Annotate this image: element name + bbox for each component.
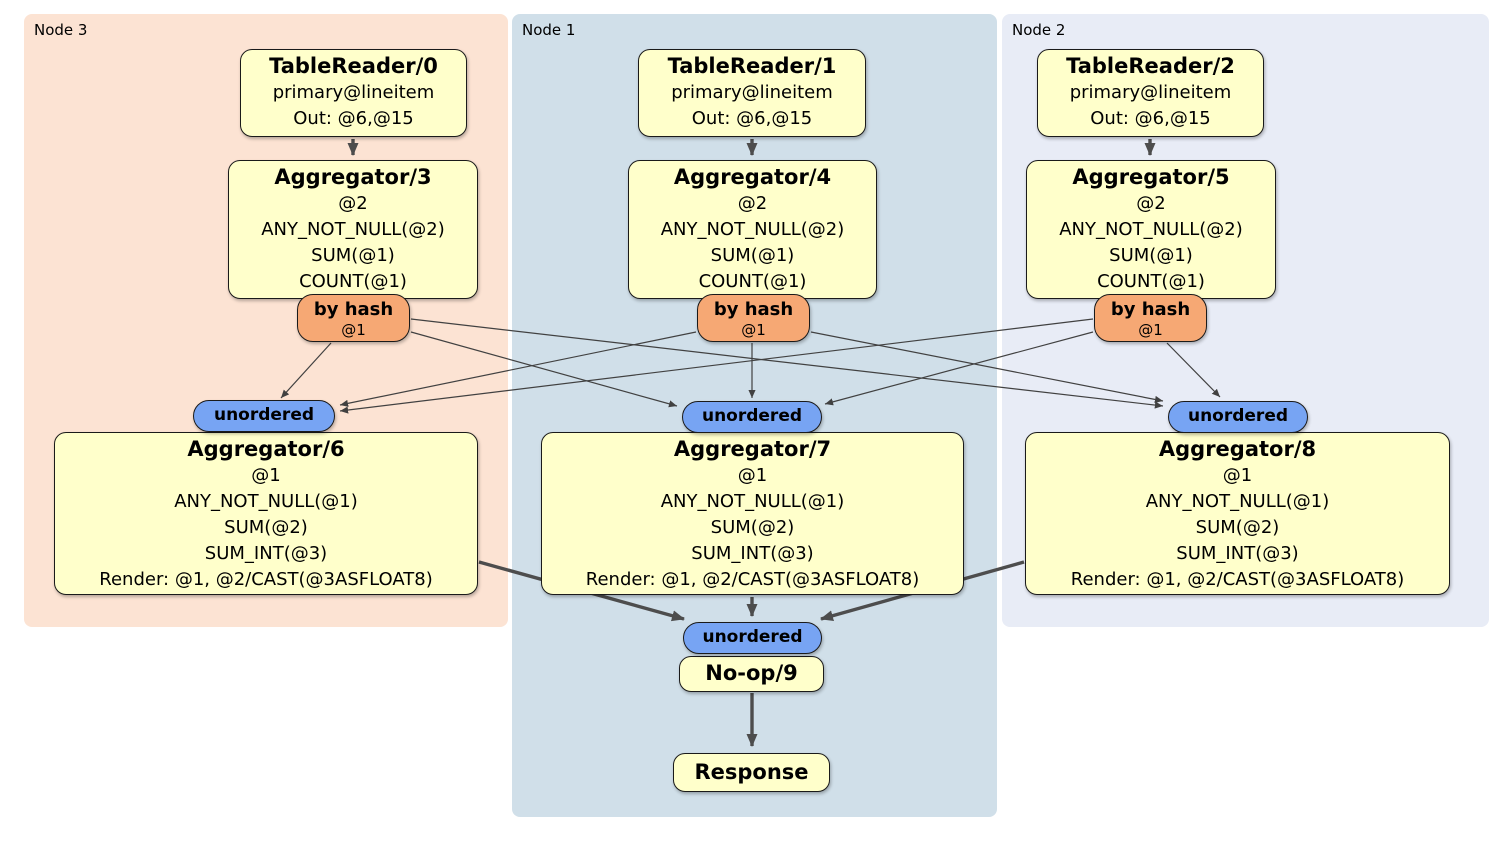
router-label: by hash [1110,299,1191,320]
sync-unordered-7: unordered [682,401,822,433]
router-by-hash-4: by hash @1 [697,294,810,342]
processor-aggregator-4: Aggregator/4 @2 ANY_NOT_NULL(@2) SUM(@1)… [628,160,877,299]
router-by-hash-5: by hash @1 [1094,294,1207,342]
processor-detail: @2 [1136,193,1166,214]
processor-detail: SUM(@2) [224,517,308,538]
processor-detail: ANY_NOT_NULL(@2) [1059,219,1243,240]
processor-aggregator-3: Aggregator/3 @2 ANY_NOT_NULL(@2) SUM(@1)… [228,160,478,299]
processor-title: Aggregator/3 [274,165,432,189]
processor-detail: Out: @6,@15 [1090,108,1211,129]
processor-detail: @1 [251,465,281,486]
region-node1-label: Node 1 [522,21,576,39]
processor-detail: SUM(@1) [311,245,395,266]
processor-detail: ANY_NOT_NULL(@1) [660,491,845,512]
processor-title: TableReader/1 [667,54,837,78]
router-columns: @1 [1138,321,1163,339]
sync-label: unordered [702,627,803,647]
processor-noop-9: No-op/9 [679,656,824,692]
processor-tablereader-1: TableReader/1 primary@lineitem Out: @6,@… [638,49,866,137]
processor-aggregator-7: Aggregator/7 @1 ANY_NOT_NULL(@1) SUM(@2)… [541,432,964,595]
processor-detail: SUM(@1) [1109,245,1193,266]
processor-detail: Out: @6,@15 [691,108,813,129]
processor-detail: COUNT(@1) [1097,271,1205,292]
processor-detail: SUM_INT(@3) [1176,543,1299,564]
processor-detail: primary@lineitem [272,82,435,103]
processor-title: TableReader/2 [1066,54,1235,78]
processor-tablereader-2: TableReader/2 primary@lineitem Out: @6,@… [1037,49,1264,137]
sync-unordered-9: unordered [683,622,822,654]
router-columns: @1 [341,321,366,339]
processor-aggregator-6: Aggregator/6 @1 ANY_NOT_NULL(@1) SUM(@2)… [54,432,478,595]
sync-unordered-6: unordered [193,400,335,432]
processor-title: Aggregator/6 [187,437,345,461]
sync-label: unordered [701,406,803,426]
processor-detail: ANY_NOT_NULL(@1) [174,491,358,512]
region-node3-label: Node 3 [34,21,88,39]
router-label: by hash [313,299,394,320]
processor-detail: SUM_INT(@3) [204,543,328,564]
processor-detail: ANY_NOT_NULL(@2) [261,219,445,240]
processor-detail: Render: @1, @2/CAST(@3ASFLOAT8) [1070,569,1405,590]
sync-label: unordered [1187,406,1289,426]
processor-detail: @1 [737,465,768,486]
region-node2-label: Node 2 [1012,21,1066,39]
processor-detail: COUNT(@1) [299,271,407,292]
processor-detail: ANY_NOT_NULL(@1) [1145,491,1330,512]
processor-title: Aggregator/8 [1158,437,1317,461]
processor-detail: SUM_INT(@3) [691,543,814,564]
processor-detail: @2 [737,193,768,214]
processor-detail: @2 [338,193,368,214]
sync-unordered-8: unordered [1168,401,1308,433]
processor-detail: SUM(@2) [710,517,795,538]
processor-detail: SUM(@2) [1195,517,1280,538]
processor-title: Aggregator/7 [673,437,832,461]
processor-detail: Render: @1, @2/CAST(@3ASFLOAT8) [585,569,920,590]
processor-detail: Out: @6,@15 [293,108,414,129]
router-by-hash-3: by hash @1 [297,294,410,342]
response-title: Response [694,760,809,784]
processor-title: TableReader/0 [269,54,438,78]
processor-title: No-op/9 [705,661,798,685]
processor-detail: COUNT(@1) [698,271,807,292]
processor-detail: @1 [1222,465,1253,486]
processor-detail: primary@lineitem [1069,82,1232,103]
processor-title: Aggregator/4 [673,165,832,189]
processor-tablereader-0: TableReader/0 primary@lineitem Out: @6,@… [240,49,467,137]
processor-aggregator-8: Aggregator/8 @1 ANY_NOT_NULL(@1) SUM(@2)… [1025,432,1450,595]
processor-detail: primary@lineitem [671,82,833,103]
response-node: Response [673,753,830,792]
processor-detail: SUM(@1) [710,245,795,266]
processor-title: Aggregator/5 [1072,165,1230,189]
router-label: by hash [713,299,794,320]
processor-aggregator-5: Aggregator/5 @2 ANY_NOT_NULL(@2) SUM(@1)… [1026,160,1276,299]
router-columns: @1 [741,321,766,339]
processor-detail: ANY_NOT_NULL(@2) [660,219,845,240]
sync-label: unordered [213,405,315,425]
processor-detail: Render: @1, @2/CAST(@3ASFLOAT8) [99,569,433,590]
